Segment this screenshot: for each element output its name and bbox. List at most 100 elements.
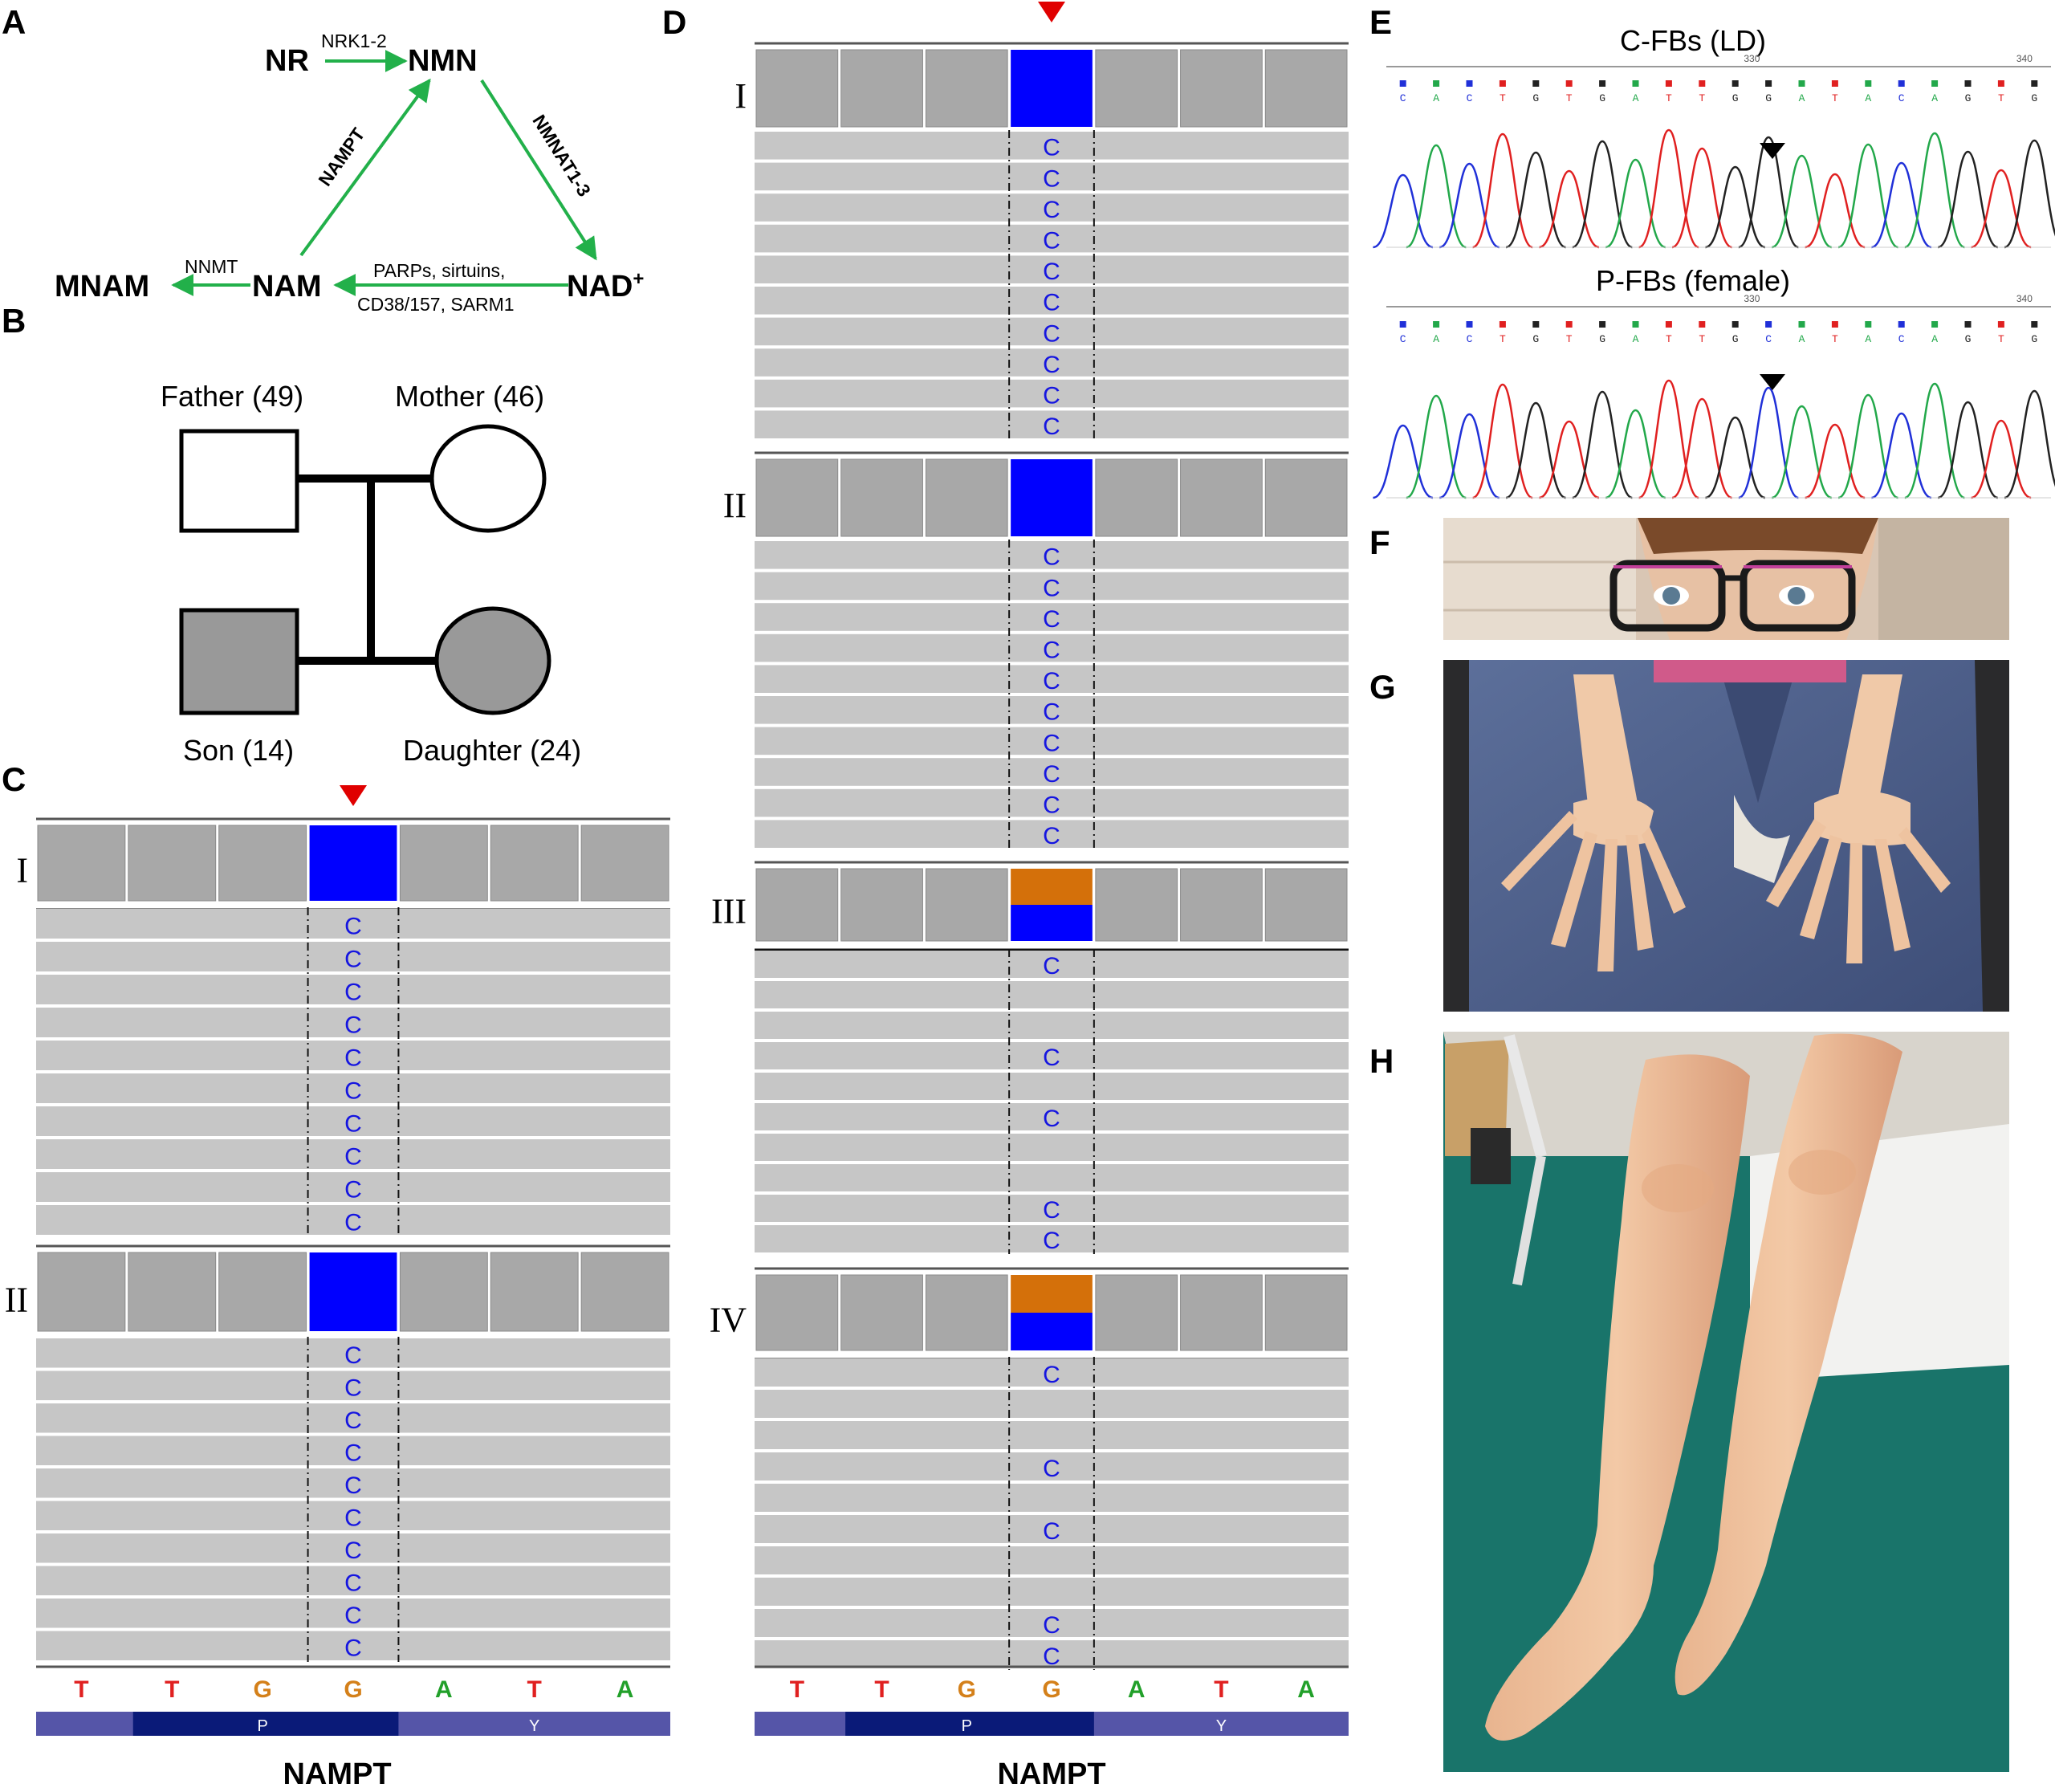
read-row	[36, 1403, 670, 1433]
chromatogram-base: T	[1500, 333, 1506, 345]
read-base: C	[1043, 1612, 1060, 1639]
sequence-base: T	[165, 1676, 179, 1703]
read-base: C	[344, 1210, 362, 1236]
chromatogram-marker-control	[1760, 143, 1785, 159]
panel-label-f: F	[1369, 523, 1390, 561]
read-row	[755, 1164, 1349, 1191]
read-row	[36, 1205, 670, 1235]
sequence-base: A	[616, 1676, 634, 1703]
trace-peak	[1904, 382, 1965, 499]
tick-340: 340	[2016, 53, 2033, 64]
allele-bar-C	[309, 1252, 397, 1331]
chromatogram-base: G	[1965, 92, 1972, 104]
read-base: C	[1043, 668, 1060, 694]
read-base: C	[1043, 699, 1060, 726]
read-base: C	[1043, 290, 1060, 316]
chromatogram-base: G	[2031, 333, 2037, 345]
read-row	[755, 348, 1349, 377]
trace-peak	[1738, 386, 1799, 499]
read-base: C	[344, 1603, 362, 1629]
read-row	[36, 1041, 670, 1070]
chromatogram-base: T	[1699, 92, 1705, 104]
eye-right	[1788, 587, 1805, 605]
trace-peak	[1805, 173, 1866, 249]
sequence-base: T	[790, 1676, 804, 1703]
read-base: C	[1043, 823, 1060, 849]
chromatogram-base: T	[1699, 333, 1705, 345]
allele-bar-C	[309, 825, 397, 901]
pedigree-daughter-label: Daughter (24)	[403, 734, 581, 767]
sample-label: IV	[710, 1301, 747, 1340]
read-row	[36, 1338, 670, 1368]
leg-right	[1675, 1033, 1902, 1696]
read-base: C	[1043, 1456, 1060, 1482]
read-row	[36, 1436, 670, 1465]
read-row	[755, 1358, 1349, 1387]
amino-acid: P	[962, 1717, 972, 1735]
coverage-track	[755, 868, 1348, 942]
trace-peak	[1771, 154, 1833, 249]
codon-p	[132, 1712, 399, 1736]
read-base: C	[344, 1012, 362, 1039]
chromatogram-base: A	[1931, 333, 1938, 345]
chromatogram-base: T	[1500, 92, 1506, 104]
read-row	[36, 1468, 670, 1498]
read-row	[755, 788, 1349, 817]
node-nam: NAM	[252, 270, 322, 303]
read-row	[755, 255, 1349, 283]
read-row	[755, 1225, 1349, 1252]
chromatogram-title-patient: P-FBs (female)	[1596, 264, 1790, 297]
read-base: C	[1043, 227, 1060, 254]
trace-peak	[1771, 405, 1833, 499]
node-mnam: MNAM	[55, 270, 149, 303]
trace-peak	[1539, 169, 1600, 249]
read-base: C	[344, 1472, 362, 1499]
tick-340: 340	[2016, 293, 2033, 304]
node-nad-sup: +	[633, 268, 644, 290]
read-row	[755, 1609, 1349, 1637]
chromatogram-base: C	[1898, 92, 1905, 104]
chromatogram-base: C	[1400, 92, 1406, 104]
chromatogram-base: C	[1467, 333, 1473, 345]
read-row	[36, 1106, 670, 1136]
chromatogram-base: G	[1532, 333, 1539, 345]
read-base: C	[344, 1407, 362, 1434]
read-base: C	[1043, 575, 1060, 601]
sample-label: II	[5, 1281, 28, 1320]
allele-bar-C	[1011, 50, 1093, 127]
chromatogram-base: G	[1732, 92, 1739, 104]
sequence-base: T	[1214, 1676, 1228, 1703]
hair	[1638, 518, 1878, 554]
chromatogram-base: A	[1633, 333, 1639, 345]
enzyme-consumers-2: CD38/157, SARM1	[357, 294, 515, 315]
trace-peak	[1505, 401, 1567, 499]
read-base: C	[1043, 730, 1060, 756]
read-base: C	[344, 1342, 362, 1369]
trace-peak	[1705, 416, 1766, 499]
read-base: C	[344, 1111, 362, 1138]
trace-peak	[1871, 412, 1932, 499]
allele-bar-C	[1011, 1313, 1093, 1350]
glasses-icon	[1609, 560, 1856, 632]
photo-hands	[1443, 660, 2009, 1012]
read-base: C	[344, 1078, 362, 1105]
read-row	[755, 820, 1349, 848]
leg-left	[1485, 1054, 1750, 1741]
amino-acid: Y	[1216, 1717, 1227, 1735]
trace-peak	[1505, 151, 1567, 249]
trace-peak	[1638, 379, 1699, 499]
sequence-base: G	[958, 1676, 976, 1703]
chromatogram-base: T	[1832, 333, 1838, 345]
pedigree-mother-label: Mother (46)	[395, 380, 544, 413]
pedigree-mother-circle	[429, 424, 547, 533]
read-base: C	[344, 979, 362, 1006]
chromatogram-base: G	[1765, 92, 1772, 104]
read-row	[755, 1421, 1349, 1449]
chromatogram-base: T	[1832, 92, 1838, 104]
chromatogram-base: G	[1732, 333, 1739, 345]
pedigree: Father (49) Mother (46) Son (14) Daughte…	[161, 380, 581, 767]
read-base: C	[1043, 953, 1060, 979]
